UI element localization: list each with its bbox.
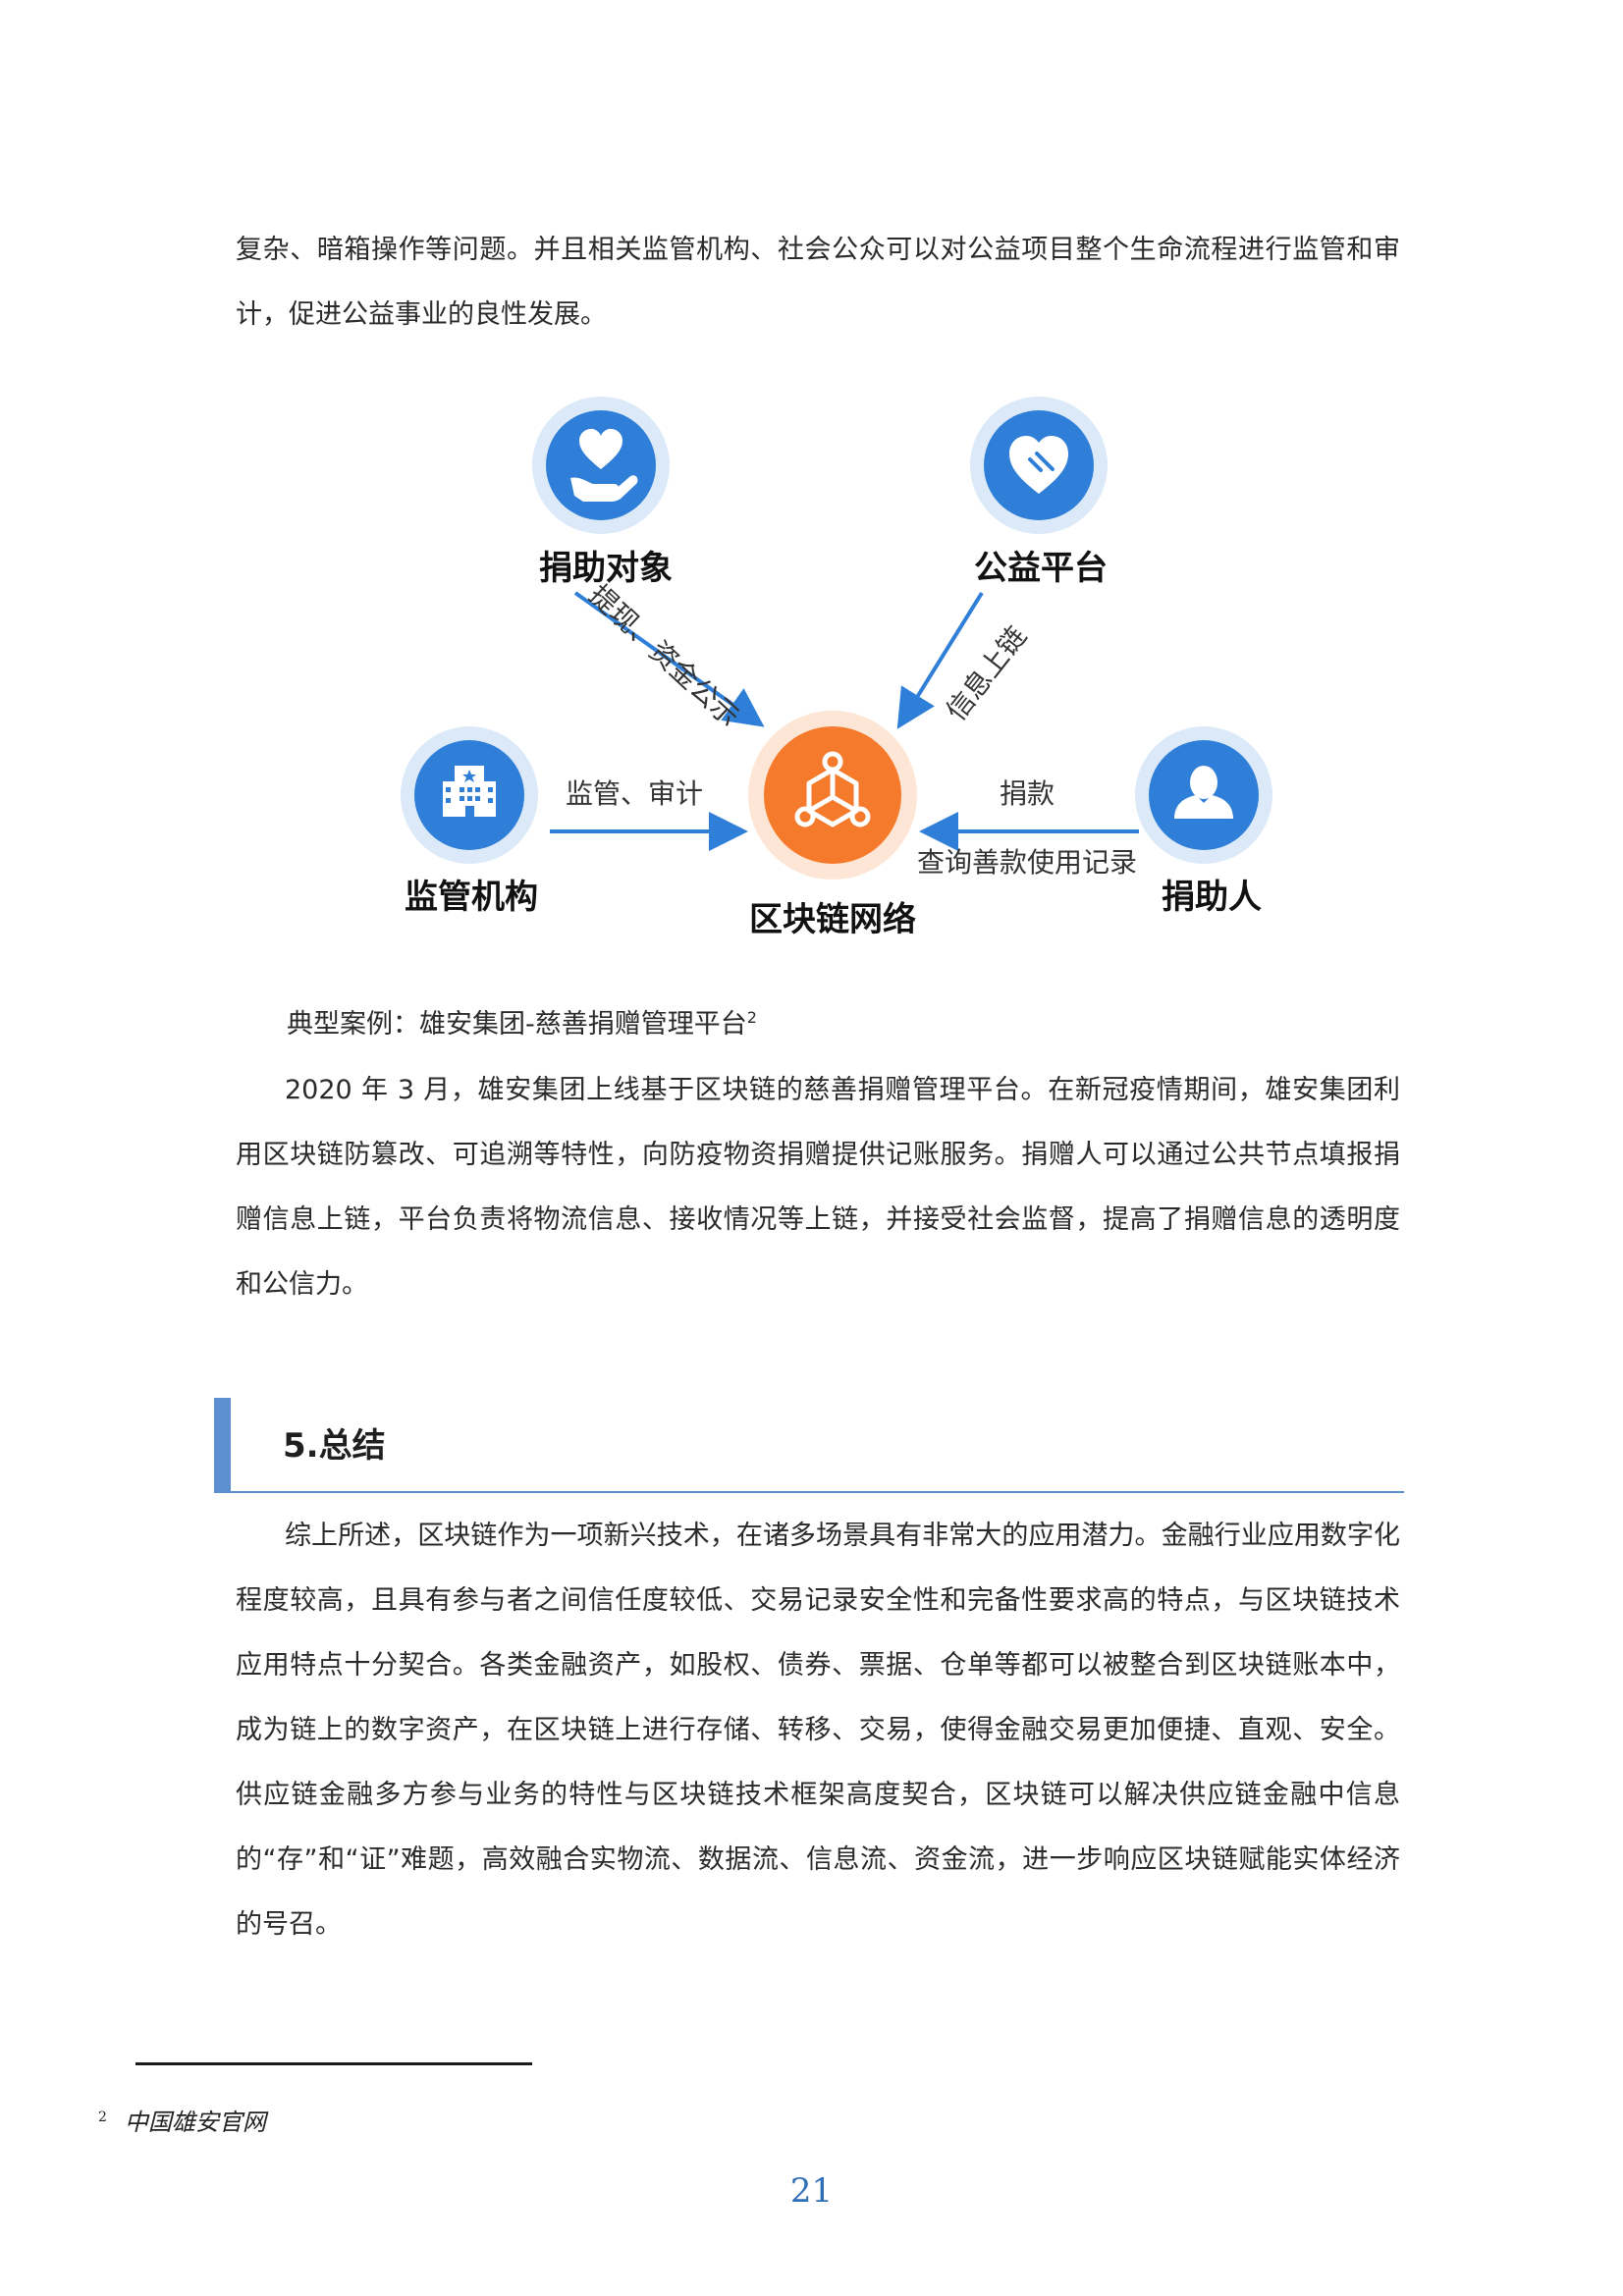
case-paragraph: 2020 年 3 月，雄安集团上线基于区块链的慈善捐赠管理平台。在新冠疫情期间，…: [236, 1075, 1400, 1300]
summary-paragraph: 综上所述，区块链作为一项新兴技术，在诸多场景具有非常大的应用潜力。金融行业应用数…: [236, 1521, 1400, 1940]
edge-label-donor-out: 查询善款使用记录: [917, 846, 1137, 879]
blockchain-network-icon: [794, 751, 871, 828]
label-recipient: 捐助对象: [539, 549, 673, 588]
case-footnote-ref: 2: [746, 1008, 757, 1027]
edge-label-regulator: 监管、审计: [566, 777, 703, 810]
section-title: 5.总结: [283, 1426, 386, 1466]
label-blockchain-network: 区块链网络: [749, 900, 916, 939]
edge-label-recipient: 提现、资金公示: [583, 578, 746, 733]
section-accent-bar: [214, 1398, 231, 1492]
node-regulator: [401, 726, 538, 864]
footnote: 2 中国雄安官网: [98, 2103, 266, 2137]
case-title-text: 典型案例：雄安集团-慈善捐赠管理平台: [287, 1009, 747, 1040]
edge-label-donor-in: 捐款: [1000, 777, 1055, 810]
label-platform: 公益平台: [974, 549, 1108, 588]
case-title: 典型案例：雄安集团-慈善捐赠管理平台2: [287, 993, 757, 1049]
heart-in-hand-icon: [570, 428, 638, 502]
node-platform: [970, 397, 1108, 534]
label-regulator: 监管机构: [405, 878, 538, 917]
heart-handshake-icon: [1009, 436, 1068, 494]
node-blockchain-network: [748, 711, 917, 880]
footnote-number: 2: [98, 2109, 107, 2125]
hospital-building-icon: [443, 766, 496, 817]
label-donor: 捐助人: [1162, 878, 1262, 917]
node-donor: [1135, 726, 1272, 864]
person-icon: [1174, 766, 1233, 819]
arrow-platform-to-network: [896, 591, 984, 729]
page-number: 21: [789, 2171, 834, 2211]
section-underline: [214, 1491, 1404, 1493]
arrow-recipient-to-network: [573, 591, 765, 727]
intro-paragraph: 复杂、暗箱操作等问题。并且相关监管机构、社会公众可以对公益项目整个生命流程进行监…: [236, 235, 1400, 330]
footnote-rule: [135, 2062, 532, 2065]
footnote-text: 中国雄安官网: [124, 2109, 266, 2136]
node-recipient: [532, 397, 670, 534]
